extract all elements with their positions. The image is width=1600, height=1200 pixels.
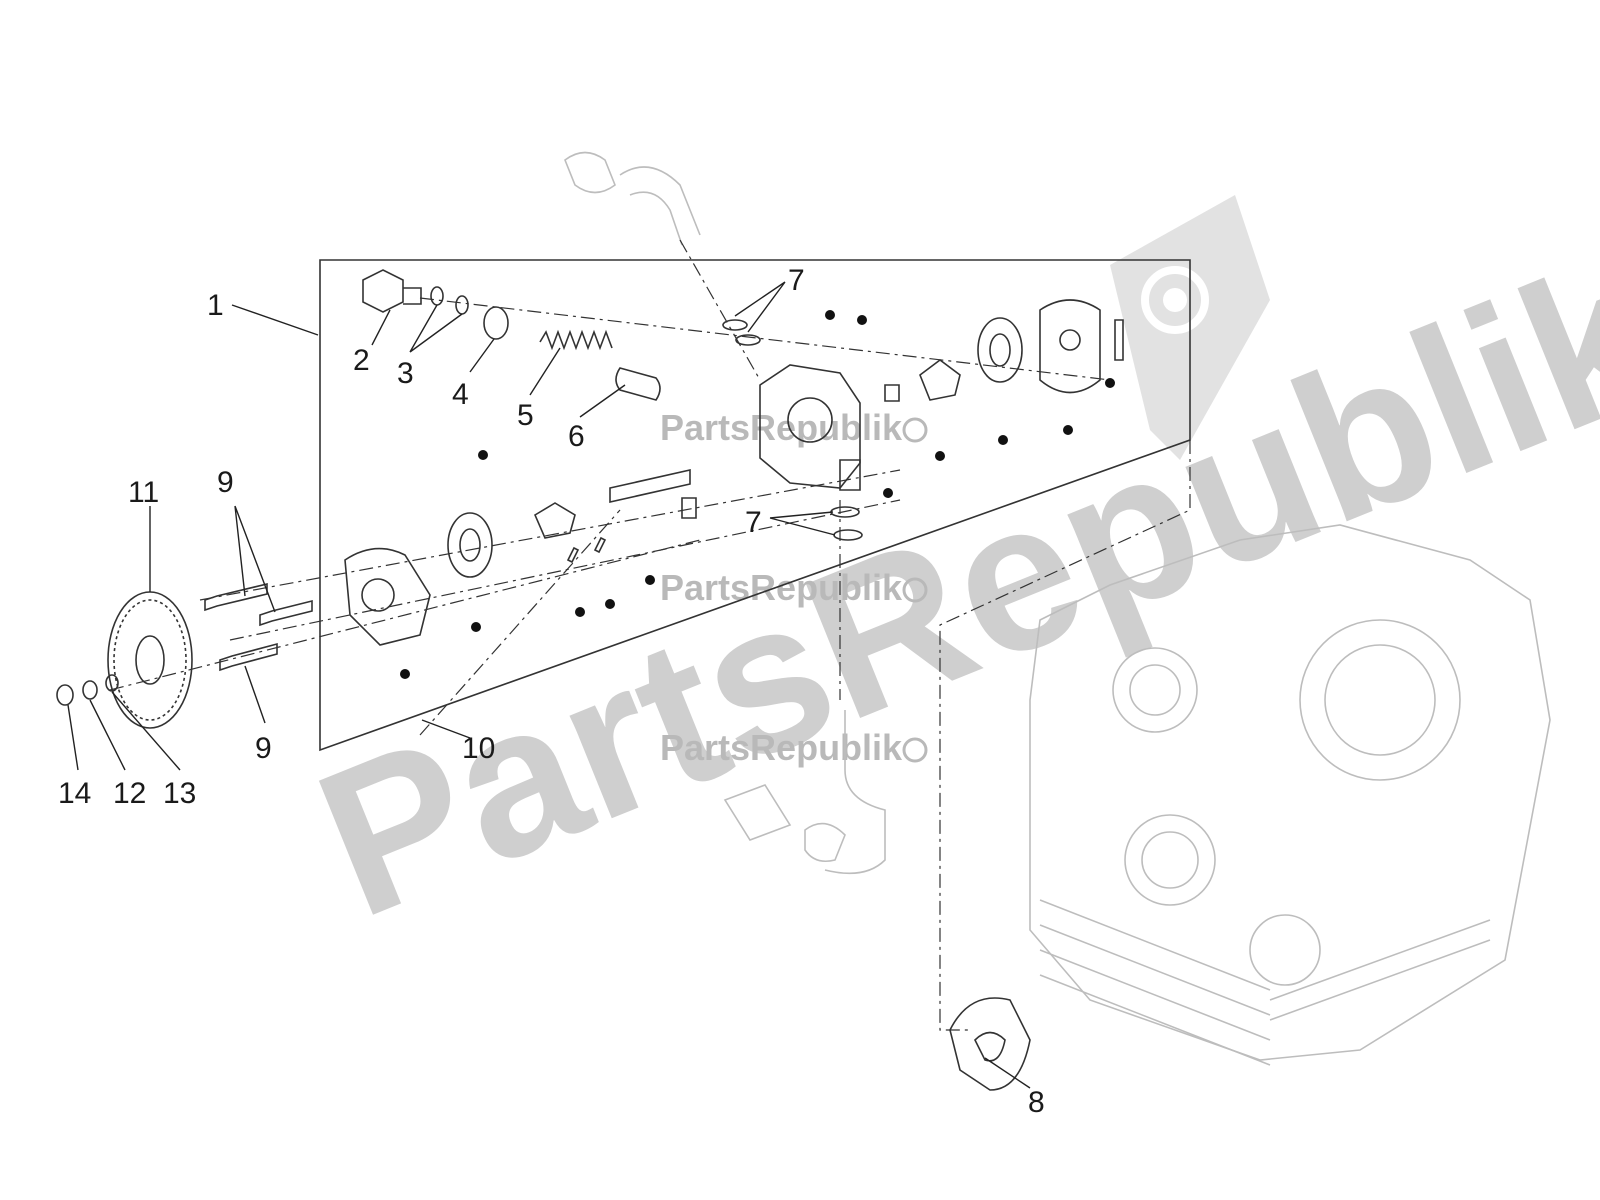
assembly-axes (109, 239, 1111, 736)
part-9-bolts (204, 582, 313, 672)
watermark-small-text: PartsRepublik (660, 727, 903, 768)
small-watermark-3: PartsRepublik (660, 727, 928, 768)
ghost-hose-top (564, 151, 701, 246)
pump-cover-right (1039, 299, 1101, 394)
watermark-large-text: PartsRepublik (289, 215, 1600, 962)
pump-cover-left (344, 547, 431, 646)
pump-outer-rotor-right (977, 317, 1023, 383)
crankcase-block (1029, 524, 1551, 1066)
gear-icon (1141, 266, 1209, 334)
callout-11: 11 (128, 476, 159, 509)
callout-5: 5 (517, 399, 534, 432)
callout-6: 6 (568, 420, 585, 453)
large-watermark: PartsRepublik (289, 195, 1600, 962)
watermark-small-text: PartsRepublik (660, 567, 903, 608)
screw-right (1114, 319, 1124, 361)
callout-labels: 1 2 3 4 5 6 7 7 8 9 9 10 11 12 13 14 (58, 264, 1045, 1119)
callout-9-top: 9 (217, 466, 234, 499)
part-8-gasket-plate (949, 997, 1031, 1091)
callout-1: 1 (207, 289, 224, 322)
pump-shaft (609, 469, 691, 503)
pump-outer-rotor-left (447, 512, 493, 578)
callout-9-bottom: 9 (255, 732, 272, 765)
watermark-small-text: PartsRepublik (660, 407, 903, 448)
callout-4: 4 (452, 378, 469, 411)
callout-8: 8 (1028, 1086, 1045, 1119)
callout-10: 10 (462, 732, 495, 765)
reference-dots (400, 310, 1115, 679)
part-4-o-ring (483, 306, 509, 340)
pump-inner-rotor-right (919, 359, 961, 401)
gear-icon (902, 737, 928, 763)
dowel-pins (566, 536, 607, 564)
part-6-piston (615, 367, 661, 401)
callout-3: 3 (397, 357, 414, 390)
part-7-o-rings-top (722, 319, 761, 346)
part-11-drive-gear (107, 591, 193, 729)
pump-inner-rotor-left (533, 502, 576, 539)
gear-icon (902, 417, 928, 443)
part-5-spring (539, 329, 613, 351)
parts-12-13-14-nut-washers (56, 674, 119, 706)
part-3-washers (430, 286, 469, 315)
callout-13: 13 (163, 777, 196, 810)
callout-2: 2 (353, 344, 370, 377)
leader-lines (67, 281, 1031, 1089)
callout-7-top: 7 (788, 264, 805, 297)
oil-pump-body (759, 364, 861, 491)
pin-center (884, 384, 900, 402)
callout-14: 14 (58, 777, 91, 810)
callout-12: 12 (113, 777, 146, 810)
small-watermark-1: PartsRepublik (660, 407, 928, 448)
callout-7-bottom: 7 (745, 506, 762, 539)
pin-shaft (681, 497, 697, 519)
gear-icon (902, 577, 928, 603)
small-watermark-2: PartsRepublik (660, 567, 928, 608)
ghost-hose-bottom (723, 710, 886, 875)
part-2-cap-nut (362, 269, 422, 313)
